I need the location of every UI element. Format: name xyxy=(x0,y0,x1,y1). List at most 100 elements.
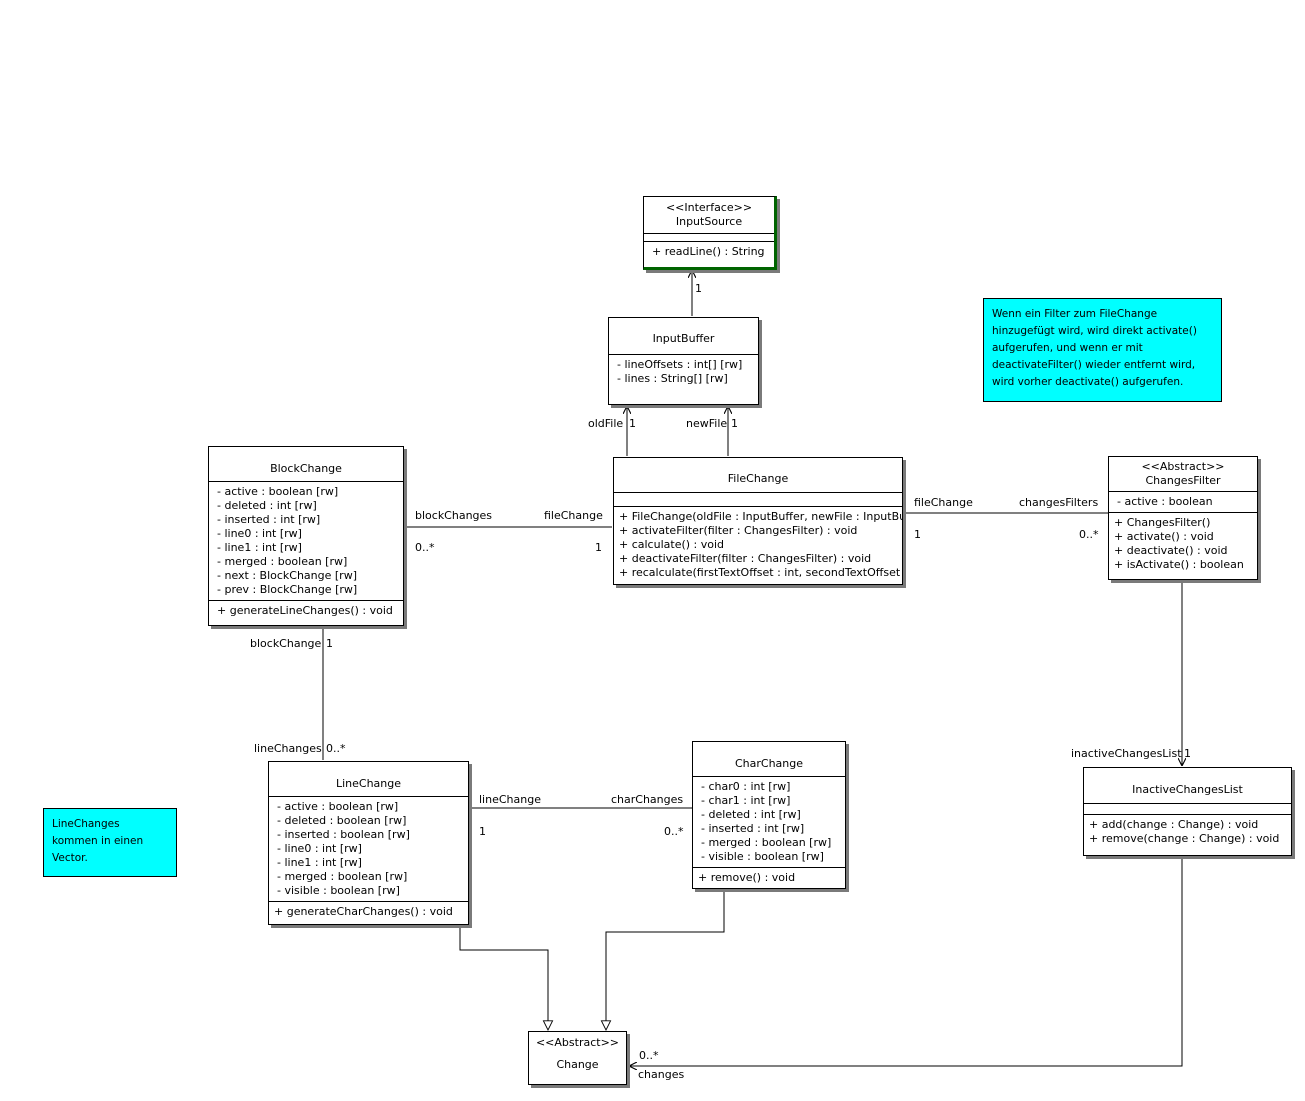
mult-changes-filters: 0..* xyxy=(1079,528,1099,541)
attribute: - merged : boolean [rw] xyxy=(217,555,348,568)
role-file-change-left: fileChange xyxy=(544,509,603,522)
mult-file-change-right: 1 xyxy=(914,528,921,541)
attribute: - prev : BlockChange [rw] xyxy=(217,583,358,596)
attribute: - lines : String[] [rw] xyxy=(617,372,728,385)
operation: + deactivateFilter(filter : ChangesFilte… xyxy=(619,552,872,565)
operation: + isActivate() : boolean xyxy=(1114,558,1244,571)
operation: + generateCharChanges() : void xyxy=(274,905,453,918)
note-filter: Wenn ein Filter zum FileChange hinzugefü… xyxy=(983,298,1222,402)
class-name: FileChange xyxy=(727,472,789,485)
class-name: BlockChange xyxy=(270,462,342,475)
attribute: - inserted : int [rw] xyxy=(701,822,805,835)
attribute: - visible : boolean [rw] xyxy=(701,850,824,863)
operations-section: + generateLineChanges() : void xyxy=(209,600,403,621)
operation: + recalculate(firstTextOffset : int, sec… xyxy=(619,566,902,579)
attribute: - inserted : boolean [rw] xyxy=(277,828,410,841)
attributes-section xyxy=(614,492,902,506)
role-old-file: oldFile xyxy=(588,417,624,430)
attribute: - char0 : int [rw] xyxy=(701,780,791,793)
operations-section: + add(change : Change) : void + remove(c… xyxy=(1084,814,1291,849)
class-name: ChangesFilter xyxy=(1145,474,1221,487)
role-block-change: blockChange xyxy=(250,637,322,650)
note-vector: LineChanges kommen in einen Vector. xyxy=(43,808,177,877)
attribute: - active : boolean [rw] xyxy=(217,485,339,498)
attributes-section: - active : boolean [rw] - deleted : bool… xyxy=(269,796,468,901)
operations-section: + generateCharChanges() : void xyxy=(269,901,468,922)
note-text: Wenn ein Filter zum FileChange hinzugefü… xyxy=(992,308,1197,388)
class-changes-filter[interactable]: <<Abstract>> ChangesFilter - active : bo… xyxy=(1108,456,1258,580)
class-char-change[interactable]: CharChange - char0 : int [rw] - char1 : … xyxy=(692,741,846,889)
role-changes-filters: changesFilters xyxy=(1019,496,1099,509)
operations-section: + FileChange(oldFile : InputBuffer, newF… xyxy=(614,506,902,583)
role-inactive-list: inactiveChangesList xyxy=(1071,747,1182,760)
operation: + remove() : void xyxy=(698,871,796,884)
class-line-change[interactable]: LineChange - active : boolean [rw] - del… xyxy=(268,761,469,925)
operation: + readLine() : String xyxy=(652,245,765,258)
attribute: - next : BlockChange [rw] xyxy=(217,569,357,582)
attribute: - line1 : int [rw] xyxy=(277,856,362,869)
mult-new-file: 1 xyxy=(731,417,738,430)
generalization-line-change xyxy=(459,925,548,1030)
class-stereotype: <<Interface>> xyxy=(665,201,753,214)
mult-changes: 0..* xyxy=(639,1049,659,1062)
attributes-section: - lineOffsets : int[] [rw] - lines : Str… xyxy=(609,354,758,389)
role-block-changes: blockChanges xyxy=(415,509,493,522)
attribute: - inserted : int [rw] xyxy=(217,513,321,526)
operation: + activateFilter(filter : ChangesFilter)… xyxy=(619,524,858,537)
class-change[interactable]: <<Abstract>> Change xyxy=(528,1031,627,1085)
attribute: - active : boolean [rw] xyxy=(277,800,399,813)
operation: + deactivate() : void xyxy=(1114,544,1228,557)
class-name: CharChange xyxy=(734,757,804,770)
attribute: - visible : boolean [rw] xyxy=(277,884,400,897)
attributes-section: - active : boolean xyxy=(1109,491,1257,512)
attribute: - merged : boolean [rw] xyxy=(701,836,832,849)
class-stereotype: <<Abstract>> xyxy=(535,1036,620,1049)
operations-section: + ChangesFilter() + activate() : void + … xyxy=(1109,512,1257,575)
mult-line-change: 1 xyxy=(479,825,486,838)
class-stereotype: <<Abstract>> xyxy=(1141,460,1225,473)
class-inactive-changes-list[interactable]: InactiveChangesList + add(change : Chang… xyxy=(1083,767,1292,856)
mult-char-changes: 0..* xyxy=(664,825,684,838)
attribute: - char1 : int [rw] xyxy=(701,794,791,807)
mult-buffer-source: 1 xyxy=(695,282,702,295)
class-name: LineChange xyxy=(335,777,402,790)
class-block-change[interactable]: BlockChange - active : boolean [rw] - de… xyxy=(208,446,404,626)
attribute: - lineOffsets : int[] [rw] xyxy=(617,358,743,371)
operation: + add(change : Change) : void xyxy=(1089,818,1259,831)
attribute: - active : boolean xyxy=(1117,495,1213,508)
attributes-section xyxy=(644,233,774,241)
mult-block-changes: 0..* xyxy=(415,541,435,554)
attributes-section: - char0 : int [rw] - char1 : int [rw] - … xyxy=(693,776,845,867)
role-changes: changes xyxy=(638,1068,685,1081)
attribute: - line0 : int [rw] xyxy=(217,527,302,540)
role-line-change: lineChange xyxy=(479,793,541,806)
attributes-section: - active : boolean [rw] - deleted : int … xyxy=(209,481,403,600)
class-input-buffer[interactable]: InputBuffer - lineOffsets : int[] [rw] -… xyxy=(608,317,759,405)
attribute: - deleted : int [rw] xyxy=(701,808,801,821)
role-line-changes: lineChanges xyxy=(254,742,322,755)
mult-line-changes: 0..* xyxy=(326,742,346,755)
mult-inactive-list: 1 xyxy=(1184,747,1191,760)
attribute: - merged : boolean [rw] xyxy=(277,870,408,883)
mult-file-change-left: 1 xyxy=(595,541,602,554)
attribute: - deleted : int [rw] xyxy=(217,499,317,512)
mult-old-file: 1 xyxy=(629,417,636,430)
role-file-change-right: fileChange xyxy=(914,496,973,509)
operations-section: + readLine() : String xyxy=(644,241,774,262)
attribute: - deleted : boolean [rw] xyxy=(277,814,407,827)
operation: + ChangesFilter() xyxy=(1114,516,1211,529)
assoc-inactive-change xyxy=(629,857,1183,1066)
attribute: - line0 : int [rw] xyxy=(277,842,362,855)
class-name: InputSource xyxy=(675,215,743,228)
operation: + remove(change : Change) : void xyxy=(1089,832,1280,845)
class-name: InputBuffer xyxy=(652,332,715,345)
role-new-file: newFile xyxy=(686,417,728,430)
class-input-source[interactable]: <<Interface>> InputSource + readLine() :… xyxy=(643,196,777,270)
class-name: Change xyxy=(556,1058,599,1071)
attribute: - line1 : int [rw] xyxy=(217,541,302,554)
class-file-change[interactable]: FileChange + FileChange(oldFile : InputB… xyxy=(613,457,903,585)
generalization-char-change xyxy=(606,889,725,1030)
operation: + calculate() : void xyxy=(619,538,725,551)
operation: + generateLineChanges() : void xyxy=(217,604,393,617)
